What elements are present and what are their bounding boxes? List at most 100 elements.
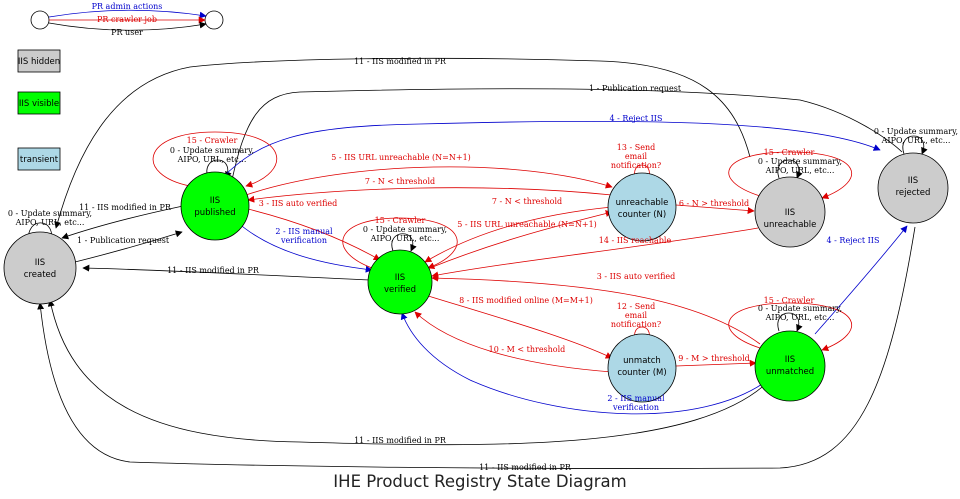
edge-reachable bbox=[431, 227, 759, 279]
label-update-rejected-1: 0 - Update summary, bbox=[874, 127, 958, 136]
legend-hidden-box bbox=[17, 49, 61, 73]
label-reject-unmatched: 4 - Reject IIS bbox=[827, 236, 880, 245]
label-send-email-2-line2: email bbox=[625, 311, 648, 320]
edge-modified-online bbox=[424, 294, 613, 359]
label-auto-verified-unm: 3 - IIS auto verified bbox=[597, 272, 676, 281]
node-unmatch-counter-line1: unmatch bbox=[623, 356, 661, 366]
loop-unreachable bbox=[777, 159, 803, 179]
label-crawler-unmatched: 15 - Crawler bbox=[764, 296, 815, 305]
admin-edges bbox=[221, 120, 908, 415]
label-update-created-2: AIPO, URL, etc... bbox=[15, 218, 85, 227]
label-auto-verified-pub: 3 - IIS auto verified bbox=[259, 199, 338, 208]
node-verified-line1: IIS bbox=[395, 273, 405, 283]
legend-start-circle bbox=[30, 10, 50, 30]
label-crawler-unreachable: 15 - Crawler bbox=[764, 148, 815, 157]
label-n-gt-threshold: 6 - N > threshold bbox=[679, 199, 749, 208]
diagram-title: IHE Product Registry State Diagram bbox=[333, 472, 627, 491]
node-created-line1: IIS bbox=[35, 258, 45, 268]
node-unreachable bbox=[754, 176, 826, 248]
edge-labels-black: 11 - IIS modified in PR 1 - Publication … bbox=[8, 57, 958, 472]
node-rejected-line1: IIS bbox=[908, 176, 918, 186]
label-send-email-1-line2: email bbox=[625, 152, 648, 161]
node-unmatched-line1: IIS bbox=[785, 355, 795, 365]
label-update-verified-2: AIPO, URL, etc... bbox=[370, 234, 440, 243]
edge-created-to-published bbox=[74, 230, 183, 263]
node-created-line2: created bbox=[24, 270, 56, 280]
label-update-created-1: 0 - Update summary, bbox=[8, 209, 92, 218]
label-manual-verification-unm-1: 2 - IIS manual bbox=[607, 394, 665, 403]
edge-published-manual-verify bbox=[236, 221, 373, 273]
label-modified-bottom-1: 11 - IIS modified in PR bbox=[354, 436, 447, 445]
node-verified bbox=[367, 249, 433, 315]
node-verified-line2: verified bbox=[384, 285, 416, 295]
loop-unmatched-crawler bbox=[728, 302, 852, 352]
label-reject-top: 4 - Reject IIS bbox=[610, 114, 663, 123]
label-url-unreach-ver: 5 - IIS URL unreachable (N=N+1) bbox=[457, 220, 597, 229]
label-crawler-verified: 15 - Crawler bbox=[375, 216, 426, 225]
label-modified-bottom-2: 11 - IIS modified in PR bbox=[479, 463, 572, 472]
node-published-line2: published bbox=[194, 208, 235, 218]
node-published-line1: IIS bbox=[210, 196, 220, 206]
nodes bbox=[3, 152, 949, 403]
node-unreach-counter-line1: unreachable bbox=[616, 198, 669, 208]
label-n-lt-threshold-ver: 7 - N < threshold bbox=[492, 197, 562, 206]
label-update-unmatched-2: AIPO, URL, etc... bbox=[765, 313, 835, 322]
label-send-email-2-line1: 12 - Send bbox=[617, 302, 655, 311]
node-unmatch-counter-line2: counter (M) bbox=[617, 368, 666, 378]
loop-published bbox=[206, 159, 232, 179]
label-m-gt-threshold: 9 - M > threshold bbox=[678, 354, 750, 363]
node-rejected bbox=[877, 152, 949, 224]
node-unreach-counter bbox=[607, 172, 677, 242]
edge-n-gt-threshold bbox=[675, 204, 755, 215]
legend-transient-box bbox=[17, 147, 61, 171]
node-unmatch-counter bbox=[607, 333, 677, 403]
edge-verified-to-created bbox=[82, 264, 371, 281]
legend-user-edge bbox=[48, 21, 207, 31]
edge-m-lt-threshold bbox=[414, 311, 613, 373]
label-update-unmatched-1: 0 - Update summary, bbox=[758, 304, 842, 313]
legend: PR admin actions PR crawler job PR user … bbox=[17, 2, 224, 171]
edge-labels-red: 15 - Crawler 5 - IIS URL unreachable (N=… bbox=[187, 136, 815, 363]
node-unmatched bbox=[754, 330, 826, 402]
label-reachable: 14 - IIS reachable bbox=[599, 236, 672, 245]
legend-user-label: PR user bbox=[111, 28, 143, 37]
label-publication-request: 1 - Publication request bbox=[77, 236, 170, 245]
label-update-rejected-2: AIPO, URL, etc... bbox=[881, 136, 951, 145]
legend-crawler-label: PR crawler job bbox=[97, 15, 157, 24]
user-edges bbox=[28, 57, 928, 469]
edge-rejected-modified-bottom bbox=[37, 226, 916, 469]
label-update-unreachable-1: 0 - Update summary, bbox=[758, 157, 842, 166]
node-published bbox=[180, 171, 250, 241]
label-crawler-published: 15 - Crawler bbox=[187, 136, 238, 145]
label-modified-online: 8 - IIS modified online (M=M+1) bbox=[459, 296, 593, 305]
legend-visible-box bbox=[17, 91, 61, 115]
loop-published-crawler bbox=[152, 131, 277, 188]
label-m-lt-threshold: 10 - M < threshold bbox=[489, 345, 566, 354]
label-manual-verification-unm-2: verification bbox=[612, 403, 659, 412]
edge-publication-request-top bbox=[231, 88, 903, 181]
edge-labels-blue: 4 - Reject IIS 2 - IIS manual verificati… bbox=[275, 114, 879, 412]
label-update-verified-1: 0 - Update summary, bbox=[363, 225, 447, 234]
edge-unmatched-manual-verify bbox=[400, 312, 769, 415]
loop-verified-crawler bbox=[342, 217, 458, 270]
legend-admin-label: PR admin actions bbox=[92, 2, 163, 11]
edge-m-gt-threshold bbox=[675, 359, 757, 367]
loop-rejected bbox=[902, 135, 928, 155]
loop-unmatched bbox=[777, 312, 803, 332]
edge-verified-url-unreach bbox=[429, 210, 613, 269]
loop-unreachable-crawler bbox=[728, 151, 852, 200]
edge-unmatched-modified-bottom bbox=[47, 299, 771, 446]
label-update-published-1: 0 - Update summary, bbox=[170, 146, 254, 155]
label-send-email-2-line3: notification? bbox=[611, 320, 661, 329]
edge-counter-to-published bbox=[247, 187, 613, 203]
edge-reject-top bbox=[221, 120, 881, 179]
node-unmatched-line2: unmatched bbox=[766, 367, 814, 377]
node-labels: IIS created IIS published IIS verified u… bbox=[24, 176, 931, 378]
label-send-email-1-line1: 13 - Send bbox=[617, 143, 655, 152]
legend-end-circle bbox=[204, 10, 224, 30]
node-unreachable-line1: IIS bbox=[785, 208, 795, 218]
node-rejected-line2: rejected bbox=[896, 188, 931, 198]
edge-unmatched-reject bbox=[814, 225, 908, 335]
crawler-edges bbox=[152, 131, 852, 373]
